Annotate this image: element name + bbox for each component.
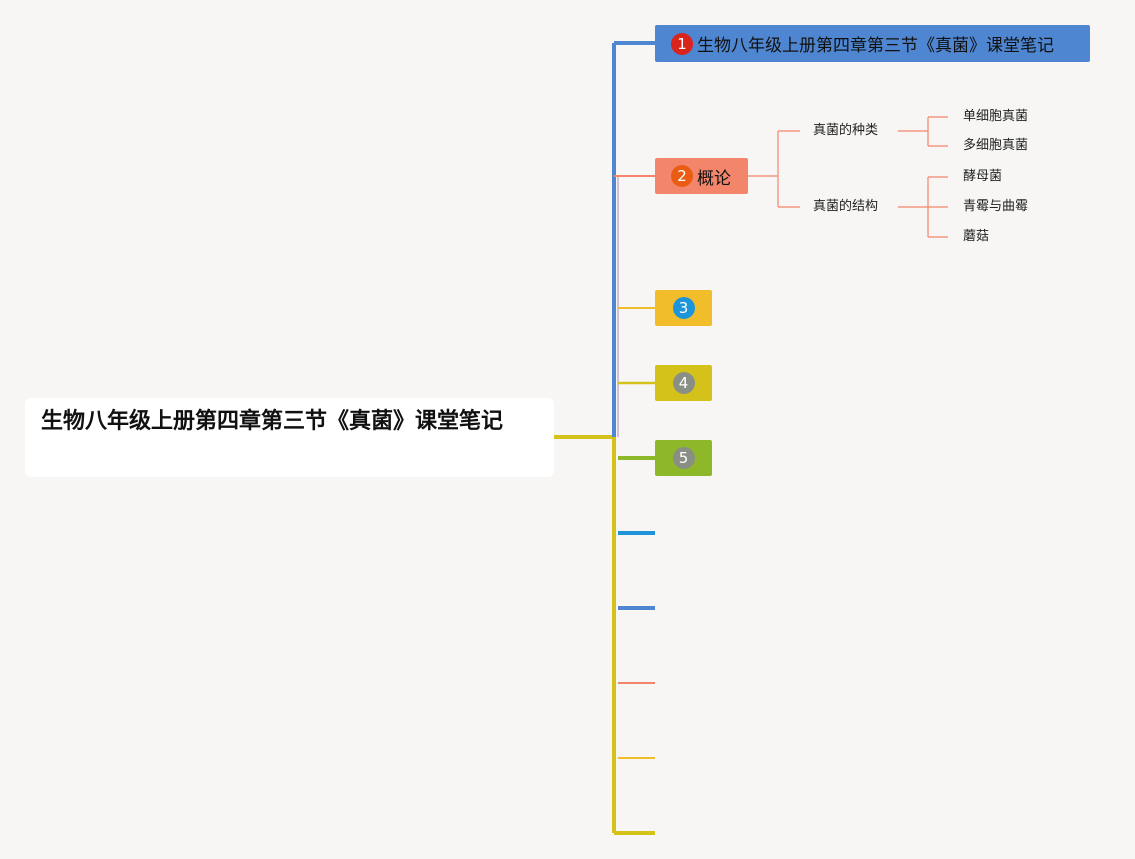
- topic-2-label: 概论: [697, 168, 731, 189]
- topic-2-badge: 2: [671, 165, 693, 187]
- leaf-multicellular-fungi[interactable]: 多细胞真菌: [963, 138, 1029, 153]
- topic-1[interactable]: 1 生物八年级上册第四章第三节《真菌》课堂笔记: [655, 25, 1090, 62]
- topic-5-badge: 5: [672, 447, 695, 469]
- root-topic[interactable]: 生物八年级上册第四章第三节《真菌》课堂笔记: [25, 398, 554, 477]
- topic-4[interactable]: 4: [655, 365, 712, 401]
- topic-2[interactable]: 2 概论: [655, 158, 748, 194]
- topic-1-badge: 1: [671, 32, 693, 55]
- root-title: 生物八年级上册第四章第三节《真菌》课堂笔记: [41, 409, 504, 434]
- topic-3-badge: 3: [672, 297, 695, 319]
- topic-5[interactable]: 5: [655, 440, 712, 476]
- topic-3[interactable]: 3: [655, 290, 712, 326]
- topic-4-badge: 4: [672, 372, 695, 394]
- leaf-unicellular-fungi[interactable]: 单细胞真菌: [963, 109, 1029, 124]
- subtopic-fungi-types[interactable]: 真菌的种类: [813, 123, 879, 138]
- leaf-mushroom[interactable]: 蘑菇: [963, 229, 990, 244]
- subtopic-fungi-structure[interactable]: 真菌的结构: [813, 199, 879, 214]
- leaf-penicillium-aspergillus[interactable]: 青霉与曲霉: [963, 199, 1029, 214]
- leaf-yeast[interactable]: 酵母菌: [963, 169, 1003, 184]
- topic-1-label: 生物八年级上册第四章第三节《真菌》课堂笔记: [697, 36, 1054, 56]
